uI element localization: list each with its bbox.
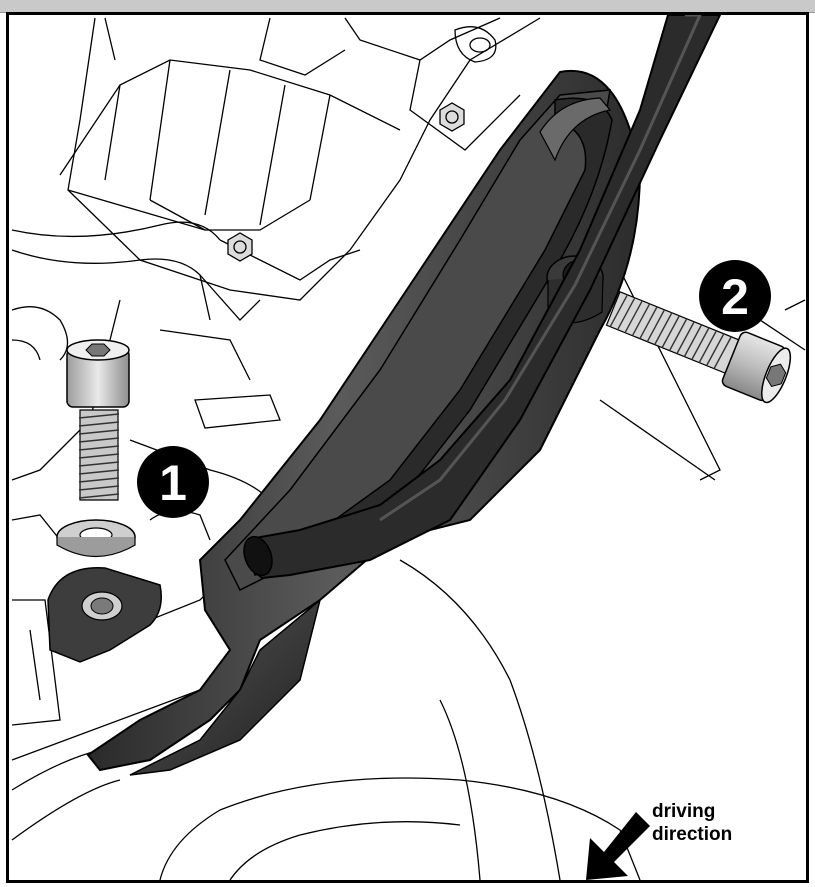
svg-text:2: 2 [721, 269, 749, 325]
socket-head-bolt-2 [605, 291, 792, 404]
callout-2: 2 [699, 260, 771, 332]
threaded-mount-tab [47, 567, 162, 663]
callout-1: 1 [137, 446, 209, 518]
driving-direction-label: driving direction [652, 800, 732, 846]
arrow-down-left-icon [586, 812, 650, 880]
washer-icon [56, 519, 136, 558]
background-hex-bolts [227, 102, 465, 262]
driving-direction-line1: driving [652, 801, 716, 822]
frame-tube [243, 15, 722, 580]
svg-text:1: 1 [159, 455, 187, 511]
socket-head-bolt-icon [66, 339, 130, 501]
footrest-bracket [86, 69, 642, 776]
driving-direction-line2: direction [652, 824, 733, 845]
